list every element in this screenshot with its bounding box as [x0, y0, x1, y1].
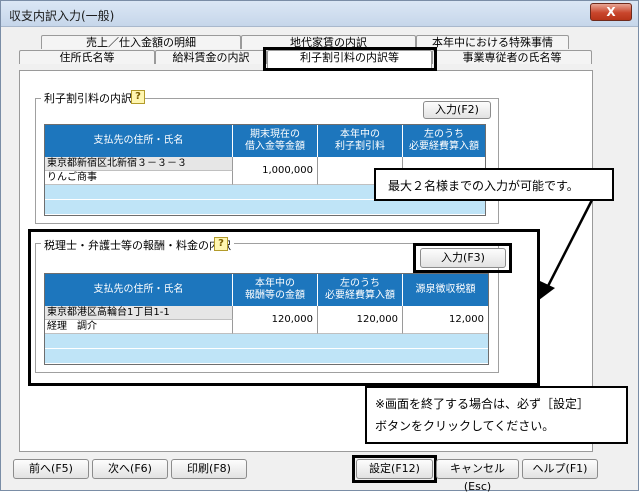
- callout-exit-note: ※画面を終了する場合は、必ず［設定］ ボタンをクリックしてください。: [365, 386, 628, 444]
- column-header: 期末現在の 借入金等金額: [233, 125, 318, 157]
- fees-input-button[interactable]: 入力(F3): [420, 248, 506, 268]
- table-row[interactable]: [45, 334, 488, 349]
- tab-rent[interactable]: 地代家賃の内訳: [241, 35, 416, 49]
- callout-arrow: [539, 199, 594, 300]
- interest-input-button[interactable]: 入力(F2): [423, 101, 491, 119]
- window-title: 収支内訳入力(一般): [9, 9, 115, 23]
- help-button[interactable]: ヘルプ(F1): [522, 459, 598, 479]
- interest-group-title: 利子割引料の内訳: [41, 90, 135, 105]
- title-bar: 収支内訳入力(一般): [1, 1, 638, 27]
- help-icon[interactable]: ?: [131, 90, 145, 104]
- column-header: 左のうち 必要経費算入額: [318, 274, 403, 306]
- close-button[interactable]: X: [590, 3, 632, 21]
- cancel-button[interactable]: キャンセル(Esc): [436, 459, 519, 493]
- highlight-ok-button: [352, 455, 437, 483]
- column-header: 支払先の住所・氏名: [45, 125, 233, 157]
- help-icon[interactable]: ?: [214, 237, 228, 251]
- tab-family-employees[interactable]: 事業専従者の氏名等: [432, 50, 592, 64]
- highlight-tab: [263, 47, 437, 71]
- exit-note-line-2: ボタンをクリックしてください。: [375, 419, 555, 433]
- next-button[interactable]: 次へ(F6): [92, 459, 168, 479]
- payee-address-cell[interactable]: 東京都新宿区北新宿３－３－３: [45, 157, 233, 171]
- payee-name-cell[interactable]: 経理 調介: [45, 320, 233, 334]
- interest-group: [35, 98, 499, 224]
- highlight-input-button: [413, 243, 512, 273]
- tab-salary[interactable]: 給料賃金の内訳: [155, 50, 267, 64]
- fees-group: [35, 243, 499, 373]
- deductible-cell[interactable]: 120,000: [318, 306, 403, 334]
- tab-sales-purchase[interactable]: 売上／仕入金額の明細: [41, 35, 241, 49]
- tab-special-circumstances[interactable]: 本年中における特殊事情: [416, 35, 569, 49]
- balance-cell[interactable]: 1,000,000: [233, 157, 318, 185]
- column-header: 左のうち 必要経費算入額: [403, 125, 485, 157]
- payee-name-cell[interactable]: りんご商事: [45, 171, 233, 185]
- table-row[interactable]: [45, 349, 488, 364]
- fee-amount-cell[interactable]: 120,000: [233, 306, 318, 334]
- table-row[interactable]: [45, 200, 485, 215]
- exit-note-line-1: ※画面を終了する場合は、必ず［設定］: [375, 397, 590, 411]
- tab-interest[interactable]: 利子割引料の内訳等: [267, 50, 432, 70]
- highlight-fees-group: [28, 229, 540, 386]
- column-header: 源泉徴収税額: [403, 274, 488, 306]
- ok-button[interactable]: 設定(F12): [356, 459, 433, 479]
- fees-group-title: 税理士・弁護士等の報酬・料金の内訳: [41, 237, 234, 252]
- tab-address-name[interactable]: 住所氏名等: [19, 50, 155, 64]
- prev-button[interactable]: 前へ(F5): [13, 459, 89, 479]
- withholding-tax-cell[interactable]: 12,000: [403, 306, 488, 334]
- column-header: 本年中の 利子割引料: [318, 125, 403, 157]
- column-header: 本年中の 報酬等の金額: [233, 274, 318, 306]
- column-header: 支払先の住所・氏名: [45, 274, 233, 306]
- callout-max-entries: 最大２名様までの入力が可能です。: [374, 168, 614, 201]
- print-button[interactable]: 印刷(F8): [171, 459, 247, 479]
- payee-address-cell[interactable]: 東京都港区高輪台1丁目1-1: [45, 306, 233, 320]
